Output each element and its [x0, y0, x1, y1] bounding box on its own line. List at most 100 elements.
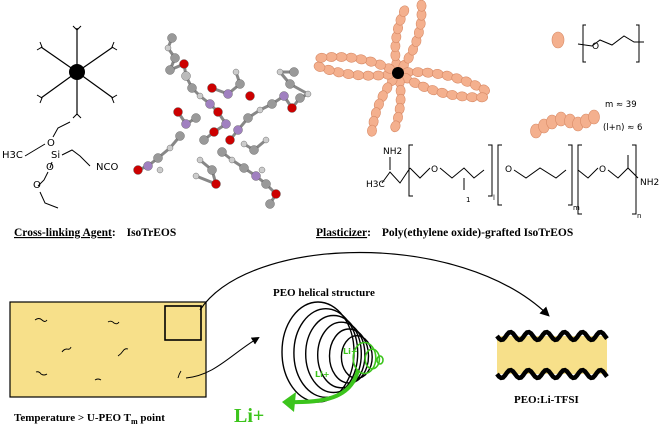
- temperature-suffix: point: [138, 412, 166, 424]
- helix-turn: [364, 348, 381, 370]
- atom: [228, 156, 236, 164]
- atom: [251, 171, 261, 181]
- ch3-mark: 1: [466, 196, 470, 204]
- atom: [258, 166, 266, 174]
- peo-bead: [362, 70, 375, 81]
- helix-turn: [328, 328, 370, 384]
- atom: [235, 79, 245, 89]
- h3c: H3C: [366, 180, 385, 190]
- peo-bead: [416, 0, 427, 12]
- atom: [166, 144, 174, 152]
- li-transport-arrowhead: [282, 392, 296, 412]
- atom: [173, 107, 183, 117]
- atom: [133, 165, 143, 175]
- crosslinker-star-symbol: [36, 25, 118, 119]
- o-a: O: [431, 165, 438, 175]
- atom: [192, 172, 200, 180]
- atom: [239, 163, 249, 173]
- atom: [265, 199, 275, 209]
- atom: [205, 99, 215, 109]
- plasticizer-formula: NH2 H3C O 1 l O m O n NH2: [366, 144, 659, 220]
- atom: [267, 99, 277, 109]
- peo-bead: [466, 92, 478, 103]
- atom: [261, 179, 271, 189]
- li-label-big: Li+: [234, 405, 264, 427]
- atom: [175, 131, 185, 141]
- atom: [153, 153, 163, 163]
- atom: [167, 33, 177, 43]
- sub-n: n: [637, 212, 641, 220]
- temperature-prefix: Temperature > U-PEO T: [14, 412, 132, 424]
- atom: [243, 113, 253, 123]
- atom: [209, 127, 219, 137]
- formula-o1: O: [47, 138, 55, 149]
- atom: [165, 65, 175, 75]
- peo-bead: [390, 120, 401, 133]
- atom: [199, 135, 209, 145]
- peo-helical-structure: [281, 301, 384, 403]
- atom: [287, 103, 297, 113]
- nh2-right: NH2: [640, 178, 659, 188]
- atom: [285, 79, 295, 89]
- atom: [240, 140, 248, 148]
- temperature-sub: m: [131, 417, 138, 426]
- formula-o3: O: [33, 180, 41, 191]
- atom: [196, 92, 204, 100]
- atom: [143, 161, 153, 171]
- helix-turn: [305, 314, 363, 394]
- peo-litfsi-layer: [497, 336, 607, 374]
- sub-m: m: [573, 204, 580, 212]
- m-value: m ≈ 39: [605, 100, 637, 110]
- star-core-dot: [392, 67, 404, 79]
- atom: [170, 53, 180, 63]
- atom: [276, 68, 284, 76]
- peo-bead: [399, 5, 410, 17]
- helix-title: PEO helical structure: [273, 287, 375, 299]
- peo-bead: [372, 70, 385, 81]
- temperature-caption: Temperature > U-PEO Tm point: [14, 412, 165, 426]
- atom: [156, 166, 164, 174]
- formula-nco: NCO: [96, 162, 118, 173]
- atom: [304, 90, 312, 98]
- atom: [271, 189, 281, 199]
- zoom-square: [164, 305, 202, 341]
- atom: [217, 147, 227, 157]
- atom: [223, 89, 233, 99]
- atom: [211, 179, 221, 189]
- atom: [225, 135, 235, 145]
- atom: [187, 83, 197, 93]
- formula-h3c-left: H3C: [2, 150, 23, 161]
- o-c: O: [599, 165, 606, 175]
- peo-litfsi-label: PEO:Li-TFSI: [514, 394, 579, 406]
- atom: [191, 113, 201, 123]
- polymer-membrane-block: [9, 301, 207, 398]
- peo-grafted-star: [313, 0, 490, 137]
- arrow-to-helix: [185, 336, 260, 379]
- peo-litfsi-wave-top: [495, 329, 609, 343]
- nh2-left: NH2: [383, 147, 402, 157]
- plasticizer-name: Poly(ethylene oxide)-grafted IsoTrEOS: [382, 227, 573, 239]
- formula-si: Si: [51, 150, 60, 161]
- crosslink-label: Cross-linking Agent: [14, 227, 112, 239]
- crosslink-name: IsoTrEOS: [127, 227, 177, 239]
- core-dot: [69, 64, 85, 80]
- isotreos-molecule-model: [133, 33, 312, 209]
- crosslink-caption: Cross-linking Agent: IsoTrEOS: [14, 227, 176, 239]
- peo-bead: [335, 52, 348, 62]
- atom: [256, 106, 264, 114]
- arrow-to-peo-litfsi: [199, 252, 550, 317]
- peo-bead-chain-legend: [530, 109, 600, 139]
- li-label-small-2: Li+: [315, 370, 330, 379]
- atom: [249, 145, 259, 155]
- peo-bead: [315, 52, 328, 63]
- atom: [196, 156, 204, 164]
- helix-turn: [376, 355, 384, 365]
- atom: [181, 119, 191, 129]
- crosslinker-formula: H3C O O Si O NCO: [2, 121, 118, 209]
- helix-turn: [352, 341, 377, 375]
- li-transport-arrow: [289, 369, 360, 405]
- atom: [213, 107, 223, 117]
- peo-bead: [588, 109, 600, 125]
- peo-bead: [476, 92, 488, 103]
